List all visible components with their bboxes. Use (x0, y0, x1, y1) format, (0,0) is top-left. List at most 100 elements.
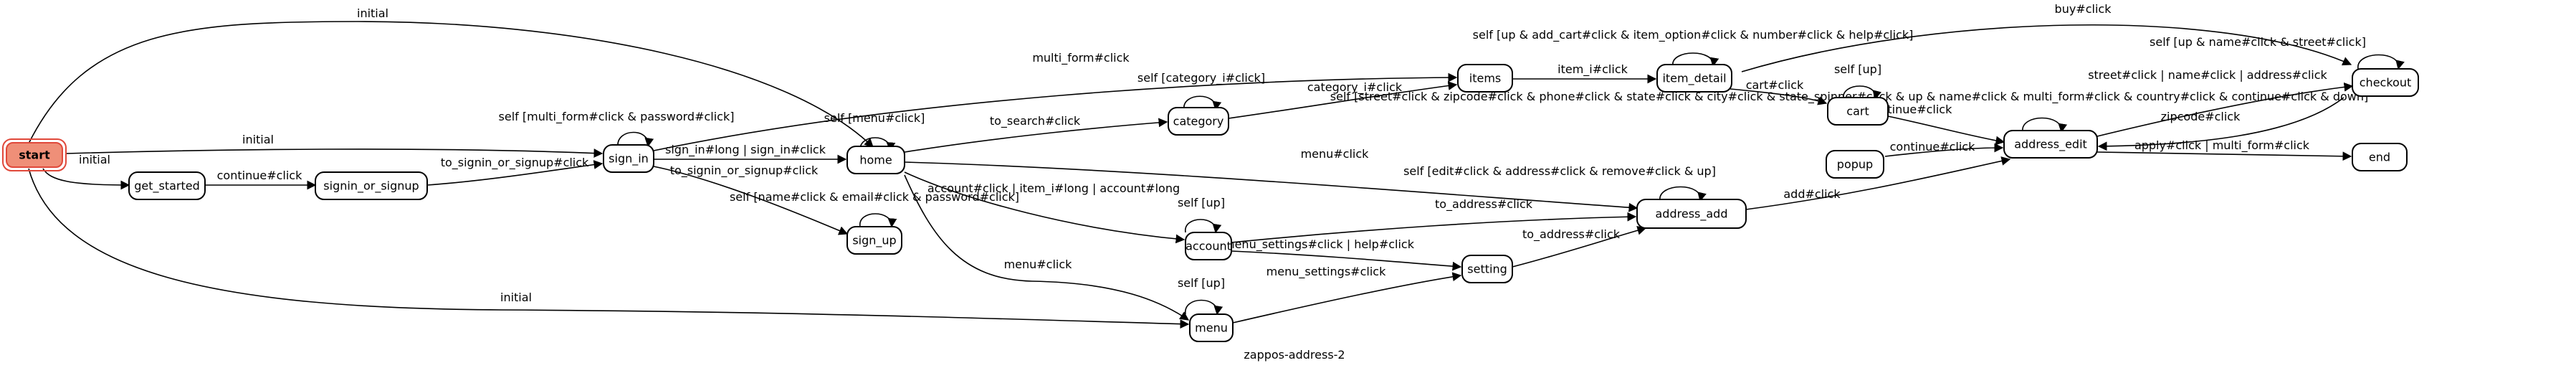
edge-account-addressadd: to_address#click (1231, 197, 1637, 243)
edge-label: cart#click (1746, 78, 1804, 92)
edge-label: buy#click (2055, 2, 2112, 16)
node-label: item_detail (1662, 72, 1726, 86)
edge-itemdetail-self: self [up & add_cart#click & item_option#… (1473, 28, 1914, 67)
edge-signinorsignup-signin: to_signin_or_signup#click (426, 156, 604, 186)
node-account[interactable]: account (1185, 232, 1232, 260)
edge-checkout-addressedit: zipcode#click (2097, 97, 2344, 151)
node-start[interactable]: start (2, 138, 67, 171)
edge-signup-self: self [name#click & email#click & passwor… (730, 190, 1019, 228)
edge-label: initial (357, 6, 388, 20)
edge-cart-self: self [up] (1834, 62, 1881, 100)
node-address-edit[interactable]: address_edit (2003, 130, 2098, 159)
edge-label: self [up & name#click & street#click] (2150, 35, 2366, 49)
edge-label: initial (242, 133, 274, 146)
edge-home-menu: menu#click (904, 174, 1190, 321)
node-label: popup (1837, 158, 1873, 171)
edge-start-getstarted: initial (42, 153, 130, 190)
edge-label: add#click (1783, 187, 1841, 201)
node-cart[interactable]: cart (1827, 97, 1889, 126)
node-home[interactable]: home (846, 146, 905, 174)
edge-label: multi_form#click (1032, 51, 1130, 65)
edge-label: to_address#click (1522, 227, 1621, 242)
edge-label: menu#click (1004, 258, 1073, 271)
edge-signin-self: self [multi_form#click & password#click] (499, 110, 735, 148)
node-label: account (1186, 240, 1231, 253)
edge-label: self [edit#click & address#click & remov… (1403, 164, 1716, 178)
edge-label: account#click | item_i#long | account#lo… (927, 181, 1180, 196)
node-label: sign_in (609, 152, 649, 166)
edge-label: category_i#click (1307, 80, 1403, 95)
edge-label: continue#click (217, 169, 302, 182)
node-label: get_started (134, 179, 200, 194)
edge-label: to_signin_or_signup#click (441, 156, 589, 170)
edge-addressedit-end: apply#click | multi_form#click (2096, 138, 2352, 161)
node-label: checkout (2360, 76, 2411, 90)
node-label: category (1173, 115, 1224, 128)
edge-label: continue#click (1890, 140, 1975, 154)
edge-menu-self: self [up] (1178, 276, 1225, 316)
edge-label: self [up] (1178, 196, 1225, 209)
edge-itemdetail-cart: cart#click (1730, 78, 1828, 105)
node-label: address_edit (2014, 138, 2087, 152)
edge-label: to_search#click (990, 114, 1081, 128)
edge-start-signin: initial (65, 133, 604, 158)
edge-signin-items: multi_form#click (653, 51, 1458, 151)
edge-items-itemdetail: item_i#click (1512, 62, 1657, 84)
node-sign-in[interactable]: sign_in (603, 144, 654, 173)
edge-start-menu: initial (28, 168, 1190, 329)
edge-setting-addressadd: to_address#click (1512, 226, 1647, 268)
node-setting[interactable]: setting (1461, 255, 1513, 283)
node-menu[interactable]: menu (1189, 313, 1234, 342)
edge-category-items: category_i#click (1228, 80, 1458, 119)
edge-checkout-self: self [up & name#click & street#click] (2150, 35, 2405, 70)
edge-label: menu_settings#click (1266, 265, 1386, 279)
node-item-detail[interactable]: item_detail (1656, 64, 1732, 93)
edge-label: self [name#click & email#click & passwor… (730, 190, 1019, 204)
node-label: setting (1467, 263, 1507, 276)
diagram-caption: zappos-address-2 (1244, 348, 1345, 362)
node-end[interactable]: end (2352, 143, 2408, 171)
edge-label: apply#click | multi_form#click (2134, 138, 2310, 153)
edge-home-account: account#click | item_i#long | account#lo… (904, 171, 1186, 244)
node-sign-up[interactable]: sign_up (846, 226, 902, 255)
node-checkout[interactable]: checkout (2352, 68, 2419, 97)
edge-label: street#click | name#click | address#clic… (2088, 68, 2327, 82)
edge-getstarted-signinorsignup: continue#click (205, 169, 317, 190)
edge-addressadd-self: self [edit#click & address#click & remov… (1403, 164, 1716, 202)
edge-label: menu#click (1301, 147, 1370, 161)
edge-addressedit-checkout: street#click | name#click | address#clic… (2088, 68, 2354, 137)
node-label: address_add (1656, 207, 1728, 222)
edge-label: self [menu#click] (824, 111, 925, 125)
node-category[interactable]: category (1168, 107, 1229, 136)
edge-label: zipcode#click (2161, 110, 2241, 123)
node-get-started[interactable]: get_started (128, 171, 206, 200)
edge-label: initial (79, 153, 110, 166)
node-label: items (1469, 72, 1501, 85)
node-label: sign_up (852, 234, 896, 248)
edge-label: to_signin_or_signup#click (670, 164, 819, 178)
edge-signin-home: sign_in#long | sign_in#click (654, 143, 847, 164)
edge-home-self: self [menu#click] (824, 111, 925, 152)
edge-label: self [up & add_cart#click & item_option#… (1473, 28, 1914, 42)
edge-label: item_i#click (1557, 62, 1628, 77)
edge-label: sign_in#long | sign_in#click (665, 143, 826, 157)
edge-label: self [category_i#click] (1137, 71, 1265, 85)
edge-label: menu_settings#click | help#click (1223, 237, 1415, 252)
edge-itemdetail-checkout: buy#click (1741, 2, 2352, 72)
edge-label: to_address#click (1435, 197, 1533, 212)
edge-category-self: self [category_i#click] (1137, 71, 1265, 111)
edge-label: self [up] (1834, 62, 1881, 76)
node-label: menu (1195, 321, 1228, 335)
node-label: start (19, 148, 50, 162)
node-address-add[interactable]: address_add (1636, 199, 1747, 229)
edge-popup-addressedit: continue#click (1884, 140, 2004, 157)
edge-label: self [multi_form#click & password#click] (499, 110, 735, 124)
node-signin-or-signup[interactable]: signin_or_signup (315, 171, 428, 200)
node-popup[interactable]: popup (1826, 150, 1884, 179)
node-label: home (859, 154, 892, 167)
edge-start-home: initial (28, 6, 874, 148)
edge-label: initial (500, 291, 532, 304)
node-items[interactable]: items (1457, 64, 1513, 93)
edge-home-addressadd: menu#click (904, 147, 1638, 212)
